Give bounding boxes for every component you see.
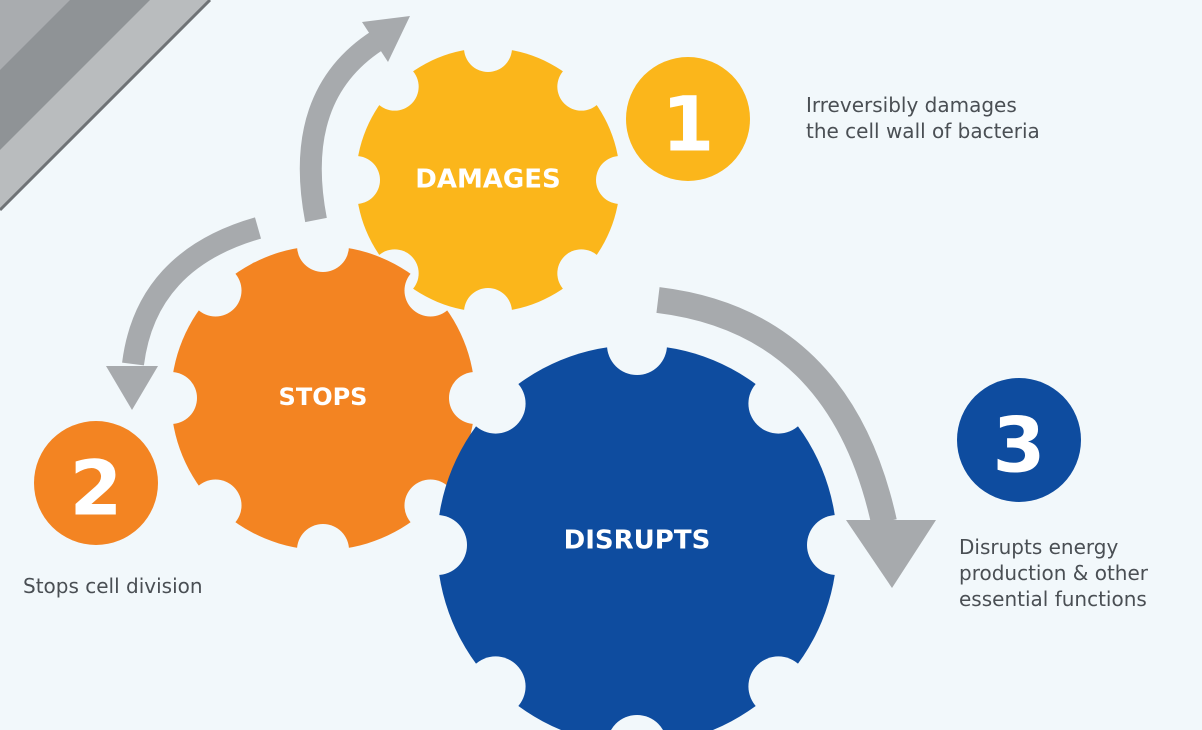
arrow-disrupts-to-three [656, 287, 936, 588]
gear-label-damages: DAMAGES [415, 165, 561, 195]
badge-1: 1 [626, 57, 750, 181]
gear-label-disrupts: DISRUPTS [564, 526, 711, 556]
step-3-description: Disrupts energy production & other essen… [959, 535, 1148, 611]
gear-label-stops: STOPS [279, 383, 368, 411]
step-2-description: Stops cell division [23, 574, 203, 598]
badge-number-3: 3 [993, 401, 1046, 490]
gear-disrupts [437, 345, 837, 730]
step-1-description: Irreversibly damages the cell wall of ba… [806, 93, 1040, 143]
corner-decoration [0, 0, 212, 212]
badge-2: 2 [34, 421, 158, 545]
gear-stops [171, 246, 475, 550]
badge-number-1: 1 [662, 80, 715, 169]
gear-damages [356, 48, 620, 312]
gear-stops-body [171, 246, 475, 550]
badge-number-2: 2 [70, 444, 123, 533]
arrow-stops-to-damages [299, 16, 410, 223]
badge-3: 3 [957, 378, 1081, 502]
gear-damages-body [356, 48, 620, 312]
gear-disrupts-body [437, 345, 837, 730]
arrow-stops-to-two [106, 217, 262, 410]
